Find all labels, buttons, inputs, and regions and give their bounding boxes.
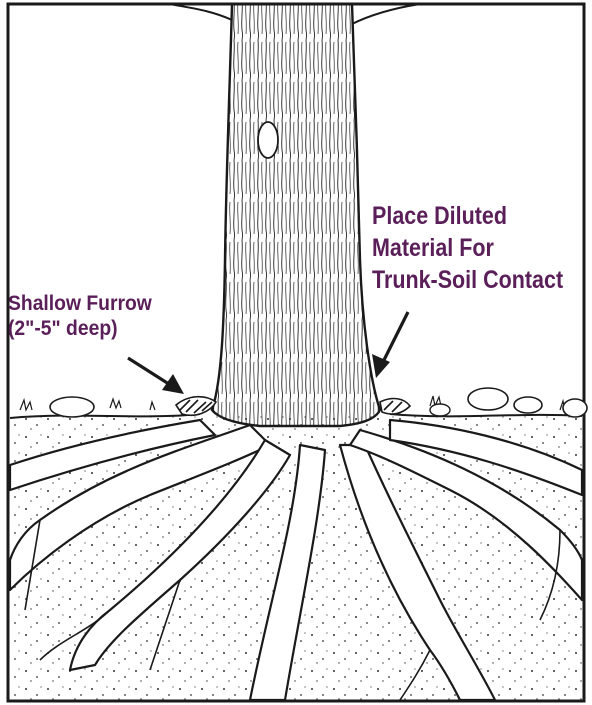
furrow-callout-line2: (2"-5" deep) (8, 316, 152, 341)
placement-callout-line3: Trunk-Soil Contact (372, 264, 563, 296)
arrow-right-down-icon (128, 358, 184, 394)
placement-callout: Place Diluted Material For Trunk-Soil Co… (372, 200, 563, 296)
arrow-left-down-icon (372, 312, 408, 378)
placement-callout-line2: Material For (372, 232, 563, 264)
placement-callout-line1: Place Diluted (372, 200, 563, 232)
furrow-callout-line1: Shallow Furrow (8, 291, 152, 316)
furrow-callout: Shallow Furrow (2"-5" deep) (8, 291, 152, 341)
